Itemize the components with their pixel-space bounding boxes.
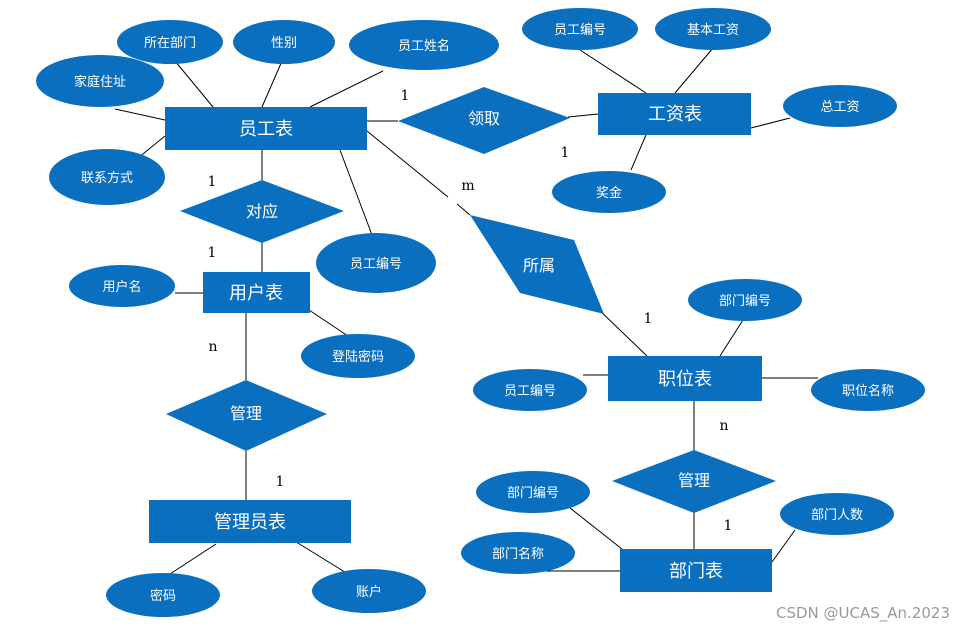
attr-account-label: 账户 xyxy=(356,584,382,600)
attr-pos-emp-id-ellipse: 员工编号 xyxy=(473,369,587,411)
attr-pos-dept-id-label: 部门编号 xyxy=(719,294,771,309)
cardinality-dept-manage: 1 xyxy=(724,518,733,534)
cardinality-pos-manage: n xyxy=(719,418,728,434)
attr-bonus-label: 奖金 xyxy=(596,185,622,201)
attr-pos-dept-id-ellipse: 部门编号 xyxy=(688,279,802,321)
attr-emp-id-ellipse: 员工编号 xyxy=(316,233,436,293)
relationship-belong: 所属 xyxy=(470,215,604,314)
cardinality-sal-receive: 1 xyxy=(561,145,570,161)
attr-dept-id-label: 部门编号 xyxy=(507,486,559,501)
attr-dept-ellipse: 所在部门 xyxy=(117,20,223,64)
entity-salary-label: 工资表 xyxy=(648,104,702,125)
watermark-text: CSDN @UCAS_An.2023 xyxy=(776,604,950,623)
relationship-manage-dept-label: 管理 xyxy=(678,471,710,490)
relationship-correspond-label: 对应 xyxy=(246,202,278,221)
attr-dept-count-label: 部门人数 xyxy=(811,508,863,523)
attr-total-salary-label: 总工资 xyxy=(820,100,859,115)
attr-login-password-ellipse: 登陆密码 xyxy=(301,334,415,378)
attr-username-label: 用户名 xyxy=(102,279,141,295)
cardinality-labels: 1 1 1 1 m 1 n 1 n 1 xyxy=(208,88,733,534)
relationship-belong-label: 所属 xyxy=(523,256,555,275)
cardinality-emp-correspond: 1 xyxy=(208,174,217,190)
cardinality-emp-receive: 1 xyxy=(401,88,410,104)
attr-address-ellipse: 家庭住址 xyxy=(36,55,164,107)
attr-gender-ellipse: 性别 xyxy=(233,20,335,64)
attr-pos-name-ellipse: 职位名称 xyxy=(811,369,925,411)
relationship-correspond: 对应 xyxy=(180,180,344,243)
entity-user-label: 用户表 xyxy=(229,283,283,304)
attr-gender-label: 性别 xyxy=(271,36,297,51)
entity-position-label: 职位表 xyxy=(658,369,712,390)
relationship-manage-admin-label: 管理 xyxy=(230,404,262,423)
relationship-manage-dept: 管理 xyxy=(612,450,776,513)
attr-dept-count-ellipse: 部门人数 xyxy=(780,493,894,535)
attr-salary-emp-id-label: 员工编号 xyxy=(554,23,606,38)
relationship-receive-label: 领取 xyxy=(468,109,500,128)
attr-admin-password-ellipse: 密码 xyxy=(106,573,220,617)
attr-username-ellipse: 用户名 xyxy=(69,265,175,307)
attr-contact-label: 联系方式 xyxy=(81,170,133,186)
entity-admin-label: 管理员表 xyxy=(214,512,286,533)
attr-salary-emp-id-ellipse: 员工编号 xyxy=(522,8,638,50)
attr-pos-name-label: 职位名称 xyxy=(842,383,894,399)
connector-lines xyxy=(114,47,818,575)
entity-salary: 工资表 xyxy=(598,93,751,135)
attr-base-salary-ellipse: 基本工资 xyxy=(655,8,771,50)
entity-department-label: 部门表 xyxy=(669,561,723,582)
cardinality-emp-belong: m xyxy=(461,178,474,194)
entity-admin: 管理员表 xyxy=(149,500,351,543)
attr-total-salary-ellipse: 总工资 xyxy=(783,85,897,127)
attr-base-salary-label: 基本工资 xyxy=(687,23,739,38)
attr-emp-name-label: 员工姓名 xyxy=(398,38,450,54)
attr-address-label: 家庭住址 xyxy=(74,74,126,90)
attr-bonus-ellipse: 奖金 xyxy=(552,171,666,213)
attr-admin-password-label: 密码 xyxy=(150,588,176,604)
attr-dept-label: 所在部门 xyxy=(144,36,196,51)
cardinality-user-manage: n xyxy=(208,339,217,355)
entity-user: 用户表 xyxy=(203,272,310,313)
entity-employee: 员工表 xyxy=(165,107,367,150)
entity-employee-label: 员工表 xyxy=(239,119,293,140)
relationship-receive: 领取 xyxy=(398,87,570,154)
attr-emp-id-label: 员工编号 xyxy=(350,257,402,272)
attr-login-password-label: 登陆密码 xyxy=(332,349,384,365)
entity-department: 部门表 xyxy=(620,549,772,592)
entity-position: 职位表 xyxy=(608,356,762,401)
attr-dept-name-ellipse: 部门名称 xyxy=(461,532,575,574)
cardinality-user-correspond: 1 xyxy=(208,245,217,261)
attr-dept-name-label: 部门名称 xyxy=(492,546,544,562)
attr-emp-name-ellipse: 员工姓名 xyxy=(349,20,499,70)
attr-pos-emp-id-label: 员工编号 xyxy=(504,384,556,399)
attr-dept-id-ellipse: 部门编号 xyxy=(476,471,590,513)
attr-contact-ellipse: 联系方式 xyxy=(49,149,165,205)
relationship-manage-admin: 管理 xyxy=(166,380,327,451)
attr-account-ellipse: 账户 xyxy=(312,569,426,613)
cardinality-admin-manage: 1 xyxy=(276,474,285,490)
cardinality-pos-belong: 1 xyxy=(644,311,653,327)
